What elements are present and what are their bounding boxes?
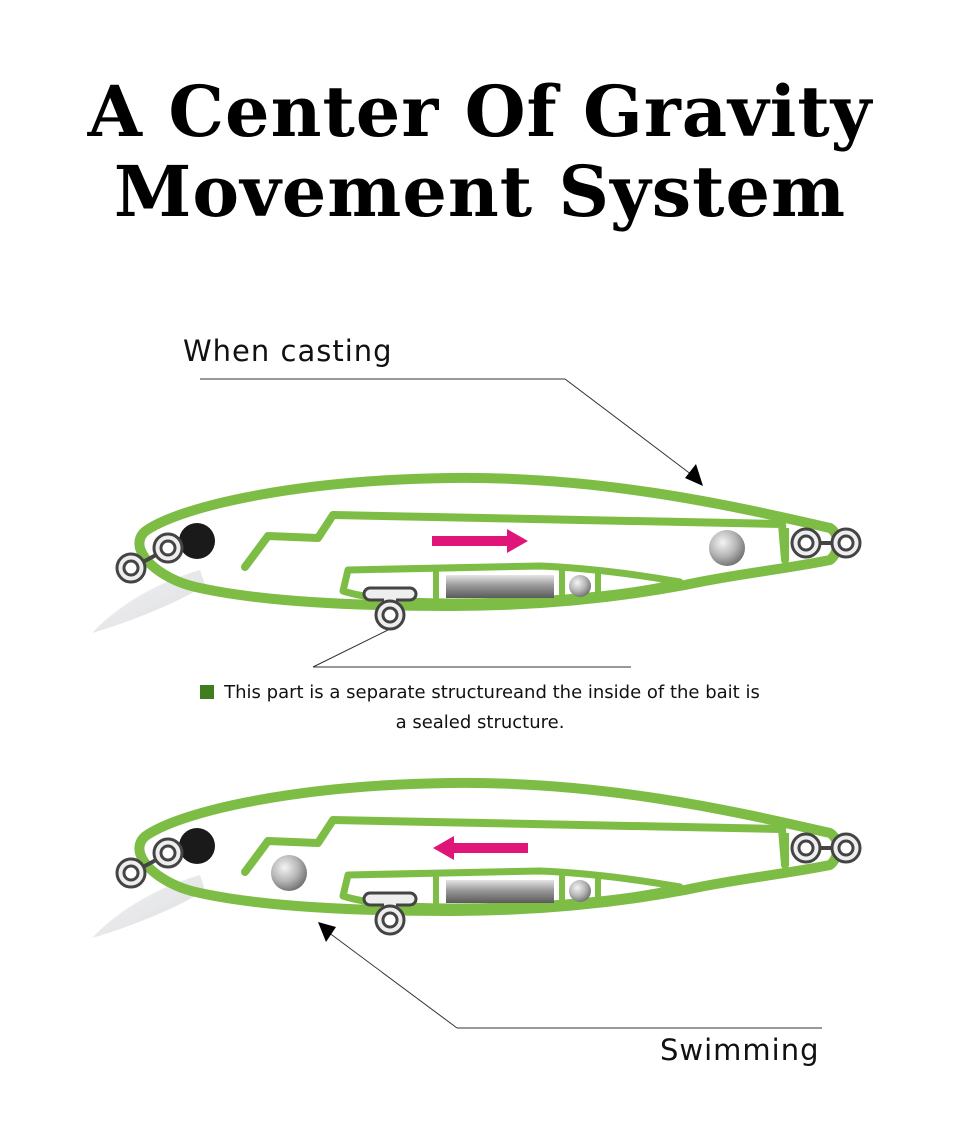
- lure-casting: [92, 478, 860, 633]
- weight-ball-icon: [271, 855, 307, 891]
- page-title-line-1: A Center Of Gravity: [87, 70, 873, 153]
- swimming-label: Swimming: [660, 1033, 820, 1067]
- arrow-icon: [433, 836, 528, 860]
- legend-note-line-1: This part is a separate structureand the…: [0, 678, 960, 708]
- pointer-arrowhead: [685, 464, 703, 486]
- arrow-icon: [432, 529, 528, 553]
- legend-swatch: [200, 685, 215, 699]
- pointer-arrowhead: [318, 922, 336, 942]
- page-title-line-2: Movement System: [113, 150, 847, 233]
- weight-ball-icon: [709, 530, 745, 566]
- legend-note-text-1: This part is a separate structureand the…: [224, 682, 760, 703]
- when-casting-label: When casting: [183, 334, 393, 368]
- legend-note-line-2: a sealed structure.: [395, 712, 565, 733]
- lure-swimming: [92, 783, 860, 938]
